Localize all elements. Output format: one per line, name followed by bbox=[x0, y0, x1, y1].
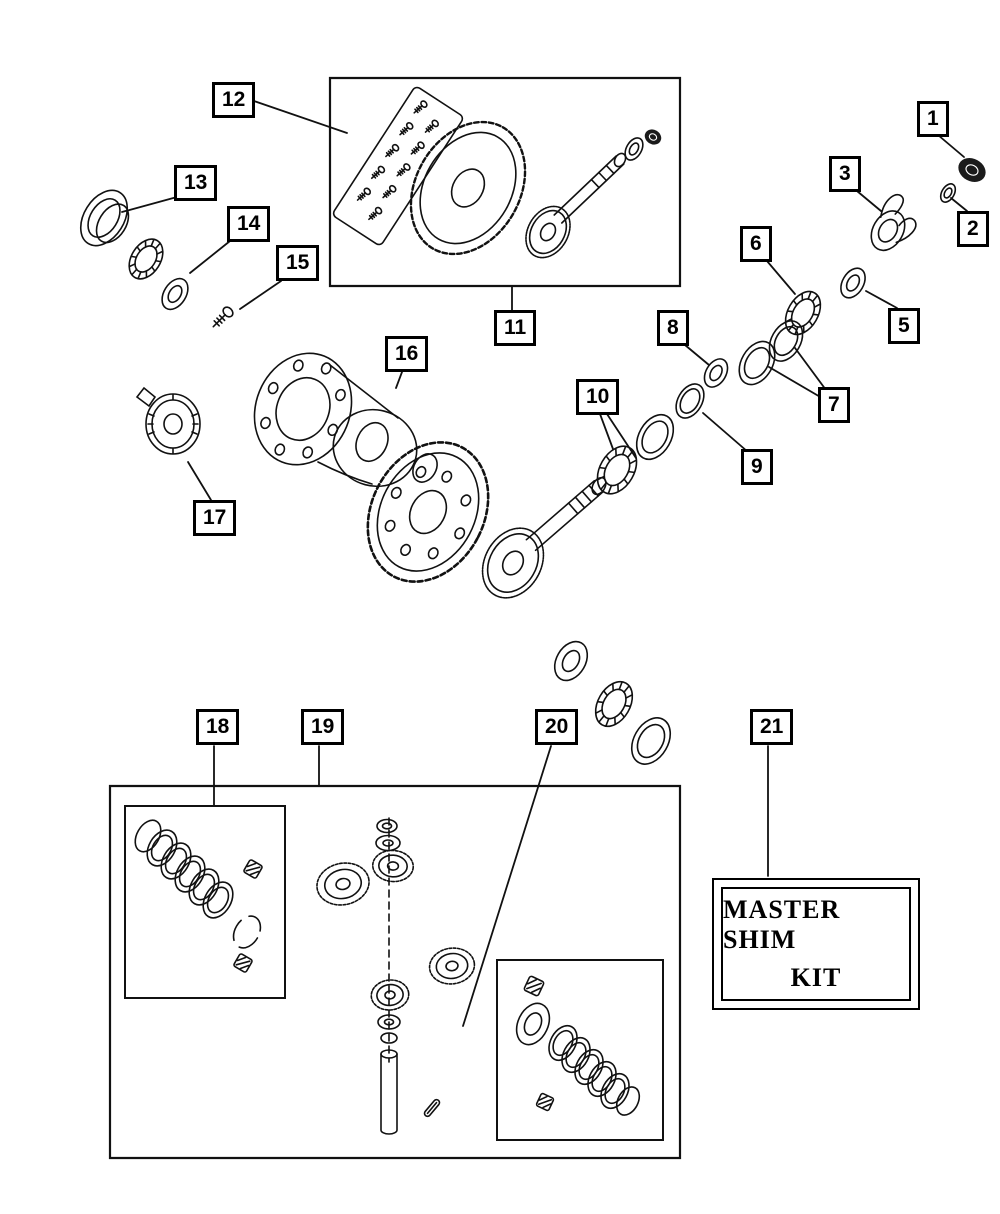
clutch-pack-box-right bbox=[497, 960, 663, 1140]
callout-19: 19 bbox=[301, 709, 345, 745]
callout-16: 16 bbox=[385, 336, 429, 372]
side-bearing-cup-2 bbox=[622, 709, 680, 773]
callout-8: 8 bbox=[657, 310, 689, 346]
clutch-pack-box-left bbox=[125, 806, 285, 998]
callout-10: 10 bbox=[576, 379, 620, 415]
master-shim-kit-box: MASTER SHIM KIT bbox=[712, 878, 920, 1010]
callout-18: 18 bbox=[196, 709, 240, 745]
side-bearing-cup bbox=[71, 182, 140, 256]
rear-bearing-cup bbox=[627, 406, 683, 468]
pinion-cross-assembly bbox=[368, 818, 479, 1134]
differential-internals-box bbox=[110, 786, 680, 1158]
side-bearing-cone bbox=[121, 231, 171, 287]
callout-2: 2 bbox=[957, 211, 989, 247]
callout-7: 7 bbox=[818, 387, 850, 423]
tone-ring bbox=[137, 388, 200, 454]
callout-20: 20 bbox=[535, 709, 579, 745]
leader-lines bbox=[122, 101, 967, 1026]
ring-gear-bolt bbox=[208, 303, 237, 332]
oil-slinger-front bbox=[835, 263, 871, 303]
callout-17: 17 bbox=[193, 500, 237, 536]
callout-6: 6 bbox=[740, 226, 772, 262]
callout-5: 5 bbox=[888, 308, 920, 344]
bolt-kit-strip bbox=[332, 86, 465, 247]
callout-3: 3 bbox=[829, 156, 861, 192]
ring-gear bbox=[344, 421, 511, 602]
master-shim-kit-line1: MASTER SHIM bbox=[723, 895, 841, 954]
callout-12: 12 bbox=[212, 82, 256, 118]
side-gear bbox=[311, 856, 375, 912]
clutch-pack-right bbox=[509, 974, 644, 1119]
ring-and-pinion-kit-box bbox=[330, 78, 680, 286]
callout-21: 21 bbox=[750, 709, 794, 745]
ring-gear-kit bbox=[388, 101, 548, 274]
side-bearing-cone-2 bbox=[586, 673, 642, 735]
callout-1: 1 bbox=[917, 101, 949, 137]
pinion-gear-kit bbox=[515, 125, 665, 268]
side-bearing-shim bbox=[155, 273, 195, 315]
callout-13: 13 bbox=[174, 165, 218, 201]
pinion-flange bbox=[864, 191, 926, 260]
callout-15: 15 bbox=[276, 245, 320, 281]
master-shim-kit-line2: KIT bbox=[790, 963, 842, 992]
pinion-nut bbox=[952, 152, 992, 188]
drive-pinion bbox=[470, 475, 608, 609]
callout-9: 9 bbox=[741, 449, 773, 485]
callout-11: 11 bbox=[494, 310, 537, 346]
clutch-pack-left bbox=[130, 816, 264, 974]
callout-14: 14 bbox=[227, 206, 271, 242]
side-bearing-shim-2 bbox=[546, 634, 596, 688]
master-shim-kit-label: MASTER SHIM KIT bbox=[721, 887, 911, 1001]
oil-slinger-rear bbox=[669, 378, 711, 424]
